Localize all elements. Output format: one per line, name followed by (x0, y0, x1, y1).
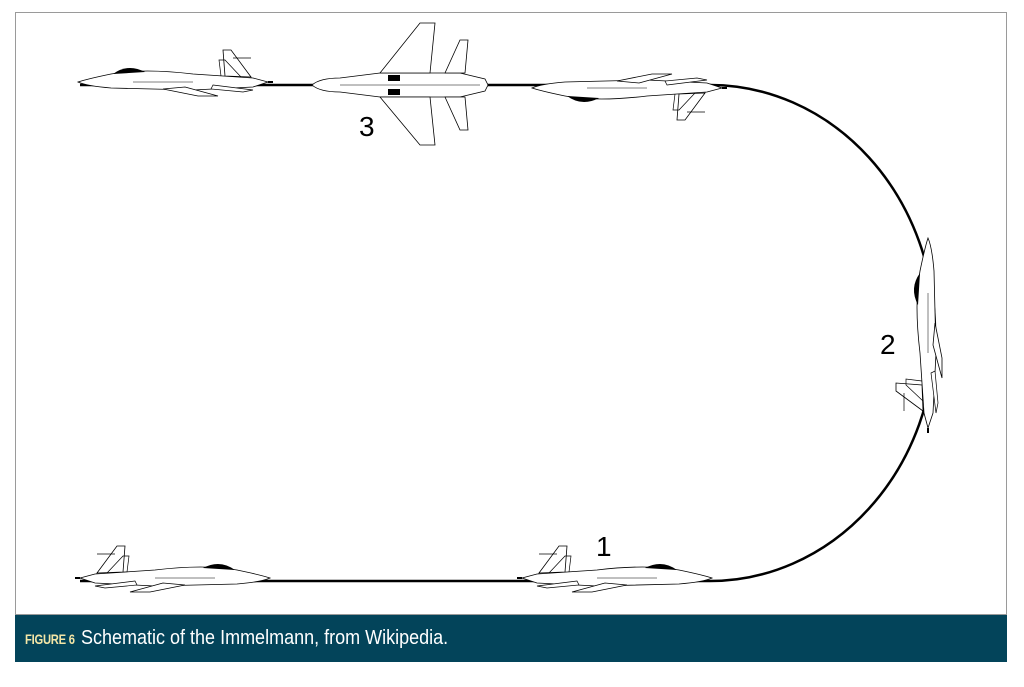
figure-frame (15, 12, 1007, 615)
aircraft-position-2 (895, 237, 943, 434)
flight-path (80, 83, 937, 583)
figure-caption: Schematic of the Immelmann, from Wikiped… (81, 627, 449, 649)
figure-number: FIGURE 6 (25, 630, 75, 647)
figure-caption-bar: FIGURE 6 Schematic of the Immelmann, fro… (15, 615, 1007, 662)
position-label-2: 2 (880, 329, 896, 360)
aircraft-inverted (531, 73, 728, 121)
aircraft-position-3-rolling (311, 22, 489, 146)
aircraft-position-1 (516, 545, 713, 593)
aircraft-start (74, 545, 271, 593)
position-label-1: 1 (596, 531, 612, 562)
position-label-3: 3 (359, 111, 375, 142)
aircraft-exit (77, 49, 274, 97)
